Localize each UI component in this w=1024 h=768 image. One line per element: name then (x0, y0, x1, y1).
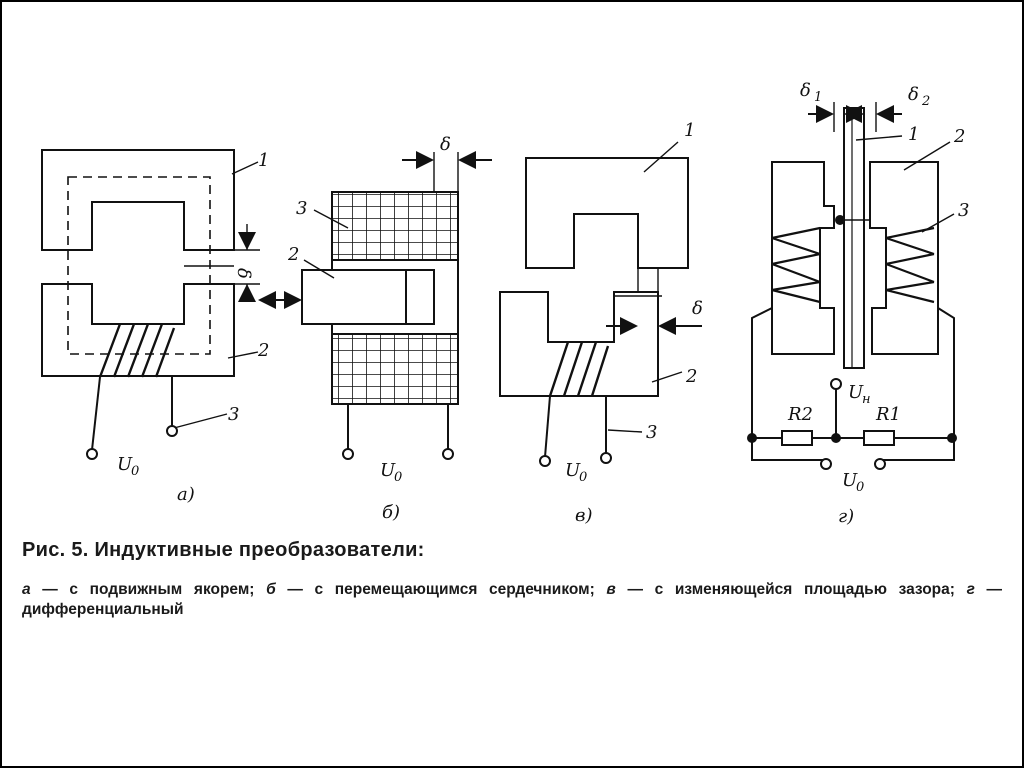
panel-g-plunger (843, 107, 865, 369)
caption-item-a-letter: а (22, 581, 31, 598)
label-a-u: U (117, 454, 133, 475)
label-v-3: 3 (646, 422, 657, 443)
panel-b-moving-core (258, 151, 492, 450)
label-g-uh: U (848, 382, 864, 403)
label-b-2: 2 (287, 244, 299, 265)
panel-g-label: г) (838, 506, 854, 527)
panel-a-coil (98, 323, 176, 378)
panel-a-movable-armature (41, 149, 260, 451)
label-g-r2: R2 (787, 404, 813, 425)
label-g-2: 2 (953, 126, 965, 147)
panel-g-right-core (869, 161, 939, 355)
label-v-1: 1 (684, 120, 695, 141)
panel-g-resistor-r2 (781, 430, 813, 446)
figure-caption-body: а — с подвижным якорем; б — с перемещающ… (22, 580, 1002, 620)
panel-g-differential (751, 102, 955, 461)
panel-a-core (41, 283, 235, 377)
label-b-delta: δ (440, 134, 451, 155)
panel-a-label: а) (177, 484, 195, 505)
panel-v-label: в) (575, 505, 593, 526)
label-a-u-sub: 0 (131, 464, 139, 479)
panel-b-winding-top (331, 191, 459, 261)
panel-v-coil (548, 341, 610, 397)
label-g-3: 3 (958, 200, 969, 221)
label-g-delta1: δ (800, 80, 811, 101)
panel-b-delta-dimension (433, 152, 459, 192)
label-g-u: U (842, 470, 858, 491)
caption-item-a-text: — с подвижным якорем; (30, 581, 267, 598)
panel-g-resistor-r1 (863, 430, 895, 446)
figure-caption-title: Рис. 5. Индуктивные преобразователи: (22, 539, 425, 561)
panel-g-coil-right (885, 226, 935, 304)
panel-a-armature (41, 149, 235, 251)
caption-item-g-text: — дифференциальный (22, 581, 1002, 618)
label-g-u-sub: 0 (856, 480, 864, 495)
label-v-u: U (565, 460, 581, 481)
label-b-u-sub: 0 (394, 470, 402, 485)
panel-v-variable-area (499, 141, 702, 458)
label-a-delta: δ (233, 268, 254, 279)
panel-g-coil-left (771, 226, 821, 304)
caption-item-v-letter: в (606, 581, 616, 598)
label-a-1: 1 (258, 150, 269, 171)
caption-item-b-text: — с перемещающимся сердечником; (275, 581, 607, 598)
label-g-delta2-sub: 2 (921, 94, 930, 109)
label-g-r1: R1 (875, 404, 901, 425)
panel-v-armature (525, 157, 689, 269)
caption-item-b-letter: б (266, 581, 276, 598)
label-v-u-sub: 0 (579, 470, 587, 485)
label-a-3: 3 (228, 404, 239, 425)
label-g-delta2: δ (908, 84, 919, 105)
panel-a-flux-path (67, 176, 211, 355)
caption-item-v-text: — с изменяющейся площадью зазора; (615, 581, 967, 598)
label-g-delta1-sub: 1 (814, 90, 822, 105)
label-b-u: U (380, 460, 396, 481)
panel-v-core (499, 291, 659, 397)
panel-b-label: б) (382, 502, 400, 523)
label-v-delta: δ (692, 298, 703, 319)
panel-b-plunger (301, 269, 407, 325)
label-b-3: 3 (296, 198, 307, 219)
label-v-2: 2 (685, 366, 697, 387)
panel-g-circuit-wires (751, 307, 955, 461)
caption-item-g-letter: г (966, 581, 975, 598)
label-g-1: 1 (908, 124, 919, 145)
label-g-uh-sub: н (862, 392, 871, 407)
panel-b-winding-bottom (331, 333, 459, 405)
label-a-2: 2 (257, 340, 269, 361)
